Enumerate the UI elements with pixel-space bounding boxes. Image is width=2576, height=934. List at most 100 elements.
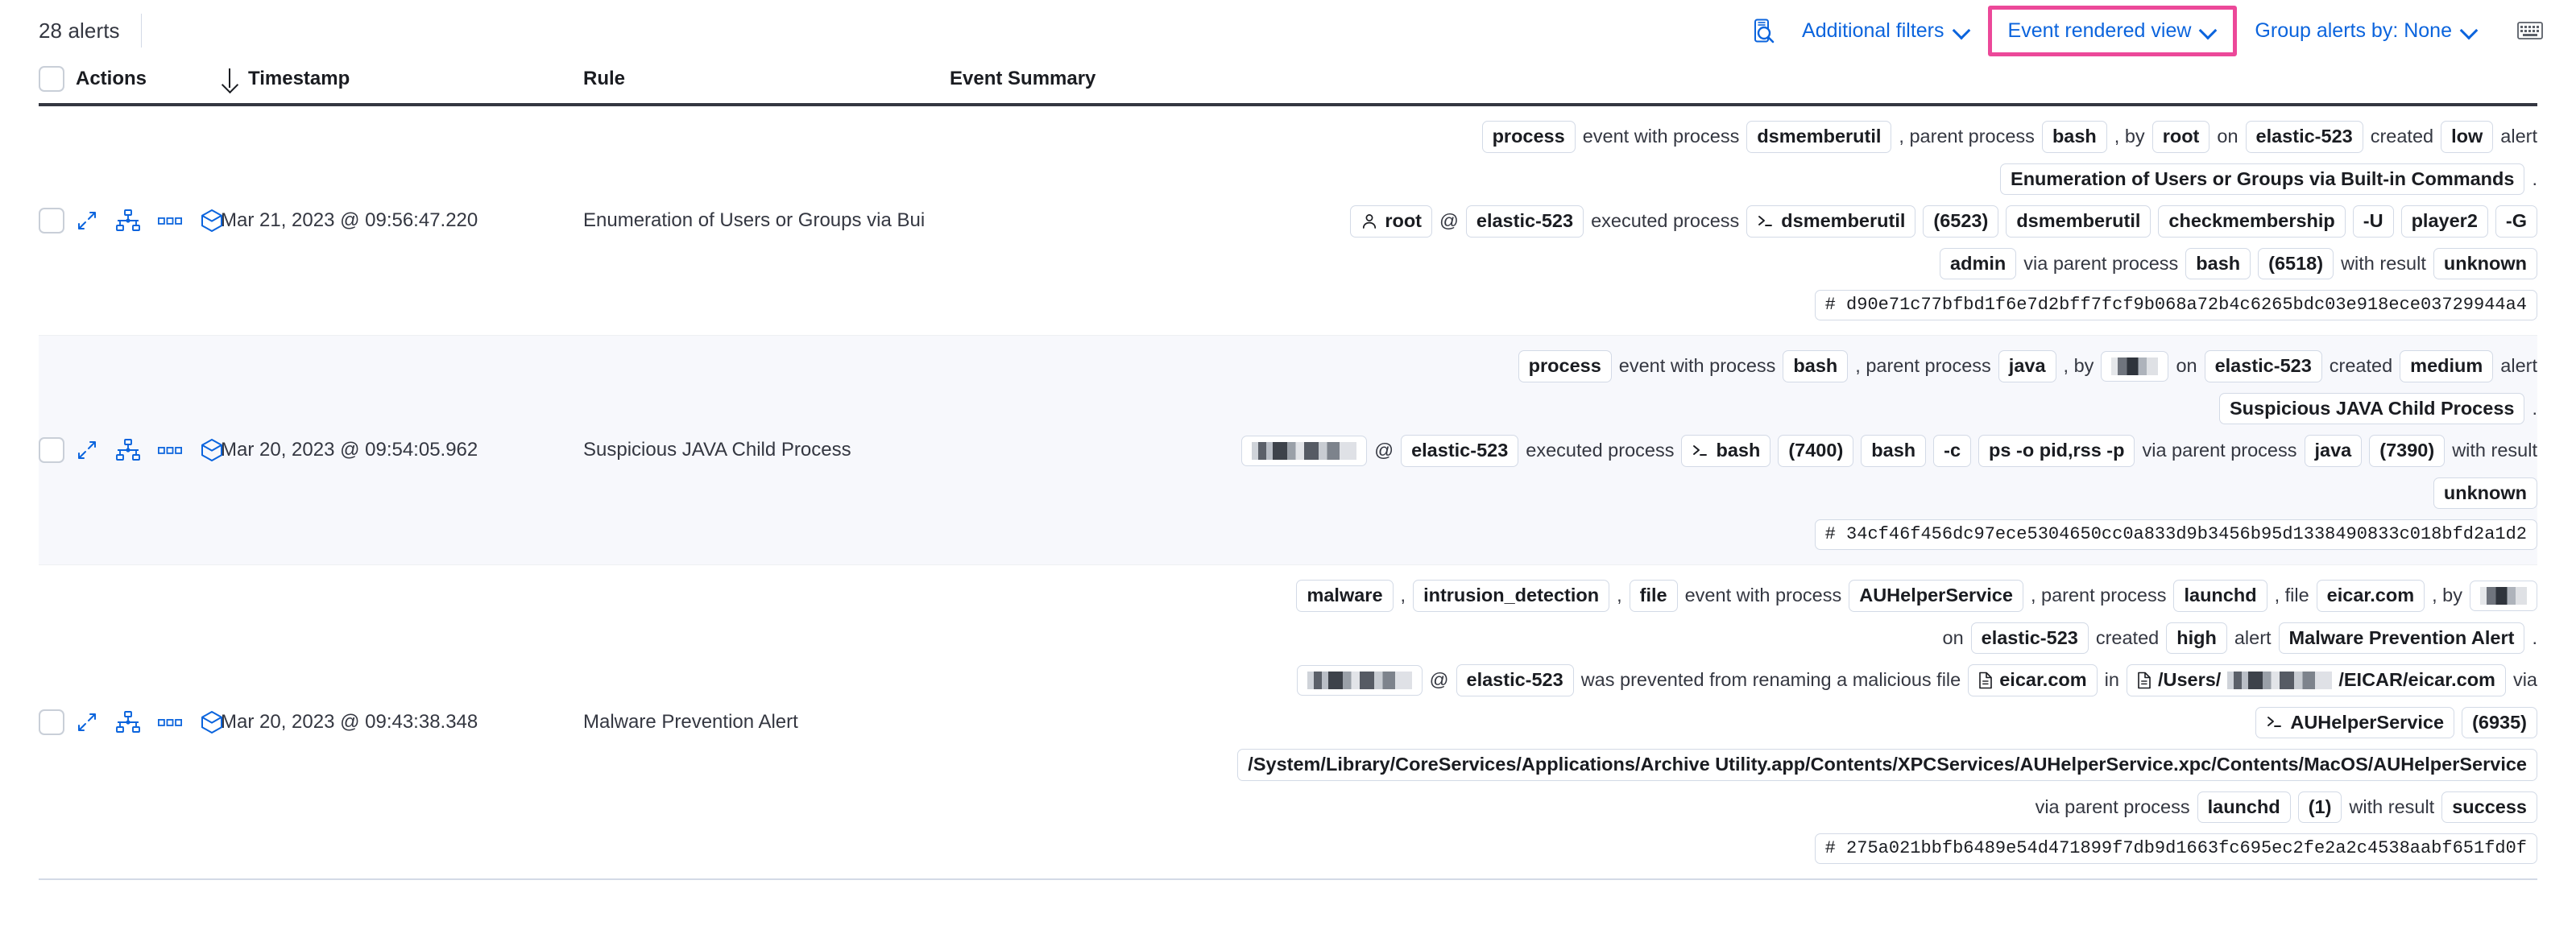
event-chip[interactable]: launchd xyxy=(2197,791,2291,823)
event-chip[interactable]: bash xyxy=(2185,247,2251,279)
additional-filters-button[interactable]: Additional filters xyxy=(1789,11,1982,51)
event-chip[interactable]: elastic-523 xyxy=(1456,664,1574,696)
event-chip-label: file xyxy=(1639,585,1667,605)
event-chip-label: root xyxy=(2162,126,2200,147)
event-chip-label: malware xyxy=(1307,585,1383,605)
event-chip[interactable]: (7400) xyxy=(1778,435,1854,467)
event-chip[interactable]: process xyxy=(1481,121,1576,153)
row-select-cell xyxy=(39,437,76,463)
event-chip[interactable]: unknown xyxy=(2433,477,2537,509)
event-chip[interactable]: (6935) xyxy=(2462,706,2537,738)
event-chip[interactable]: elastic-523 xyxy=(1970,622,2089,654)
event-chip[interactable]: -U xyxy=(2352,205,2394,238)
redacted-value-chip[interactable] xyxy=(1296,664,1423,696)
redacted-value-chip[interactable] xyxy=(2470,580,2537,611)
redacted-block xyxy=(2111,357,2159,375)
event-chip[interactable]: ps -o pid,rss -p xyxy=(1978,435,2135,467)
event-chip[interactable]: # 34cf46f456dc97ece5304650cc0a833d9b3456… xyxy=(1814,519,2537,550)
more-actions-icon[interactable] xyxy=(158,710,182,734)
more-actions-icon[interactable] xyxy=(158,438,182,462)
event-chip[interactable]: elastic-523 xyxy=(2245,121,2363,153)
session-view-icon[interactable] xyxy=(200,438,224,462)
event-rendered-view-button[interactable]: Event rendered view xyxy=(1995,11,2230,51)
event-chip[interactable]: # d90e71c77bfbd1f6e7d2bff7fcf9b068a72b4c… xyxy=(1814,290,2537,320)
event-chip[interactable]: elastic-523 xyxy=(2204,350,2322,382)
analyzer-icon[interactable] xyxy=(116,710,140,734)
event-chip[interactable]: java xyxy=(2304,435,2363,467)
event-chip[interactable]: admin xyxy=(1940,247,2017,279)
event-chip[interactable]: low xyxy=(2441,121,2494,153)
expand-icon[interactable] xyxy=(76,710,98,734)
event-chip[interactable]: medium xyxy=(2400,350,2494,382)
event-summary-line: unknown xyxy=(2433,477,2537,509)
event-chip[interactable]: checkmembership xyxy=(2158,205,2346,238)
event-chip[interactable]: bash xyxy=(1681,435,1771,467)
event-chip[interactable]: success xyxy=(2441,791,2537,823)
event-chip[interactable]: root xyxy=(2151,121,2210,153)
inspect-icon[interactable] xyxy=(1750,17,1778,44)
event-chip[interactable]: process xyxy=(1518,350,1612,382)
column-header-timestamp[interactable]: Timestamp xyxy=(221,68,583,90)
event-chip[interactable]: (1) xyxy=(2297,791,2342,823)
event-chip[interactable]: bash xyxy=(2041,121,2107,153)
event-chip[interactable]: dsmemberutil xyxy=(2006,205,2151,238)
event-chip[interactable]: /Users//EICAR/eicar.com xyxy=(2126,664,2506,696)
event-chip[interactable]: dsmemberutil xyxy=(1746,205,1916,238)
redacted-value-chip[interactable] xyxy=(2101,350,2169,382)
event-chip[interactable]: (7390) xyxy=(2369,435,2446,467)
redacted-block xyxy=(1252,441,1357,460)
row-select-cell xyxy=(39,208,76,234)
event-chip[interactable]: elastic-523 xyxy=(1401,435,1519,467)
event-chip[interactable]: Malware Prevention Alert xyxy=(2278,622,2525,654)
event-chip[interactable]: Enumeration of Users or Groups via Built… xyxy=(2000,163,2525,195)
event-chip[interactable]: eicar.com xyxy=(1968,664,2098,696)
event-chip[interactable]: bash xyxy=(1861,435,1927,467)
redacted-value-chip[interactable] xyxy=(1241,435,1368,466)
event-chip[interactable]: dsmemberutil xyxy=(1746,121,1892,153)
event-chip[interactable]: eicar.com xyxy=(2316,580,2425,612)
event-chip-label: eicar.com xyxy=(2326,585,2415,605)
event-chip[interactable]: AUHelperService xyxy=(2255,706,2455,738)
select-all-checkbox[interactable] xyxy=(39,66,64,92)
event-chip[interactable]: malware xyxy=(1296,580,1394,612)
event-chip[interactable]: # 275a021bbfb6489e54d471899f7db9d1663fc6… xyxy=(1814,833,2537,864)
analyzer-icon[interactable] xyxy=(116,438,140,462)
row-select-checkbox[interactable] xyxy=(39,437,64,463)
column-header-rule: Rule xyxy=(583,68,626,89)
event-chip[interactable]: -c xyxy=(1933,435,1972,467)
session-view-icon[interactable] xyxy=(200,209,224,233)
event-chip[interactable]: intrusion_detection xyxy=(1413,580,1610,612)
event-chip[interactable]: launchd xyxy=(2173,580,2267,612)
event-chip[interactable]: file xyxy=(1629,580,1678,612)
event-chip[interactable]: player2 xyxy=(2400,205,2488,238)
event-chip[interactable]: Suspicious JAVA Child Process xyxy=(2219,392,2525,424)
event-chip[interactable]: root xyxy=(1350,205,1433,238)
expand-icon[interactable] xyxy=(76,438,98,462)
event-chip[interactable]: high xyxy=(2166,622,2227,654)
event-chip[interactable]: -G xyxy=(2495,205,2537,238)
event-summary-text: , xyxy=(1617,585,1622,605)
session-view-icon[interactable] xyxy=(200,710,224,734)
event-chip[interactable]: (6523) xyxy=(1923,205,1999,238)
group-alerts-by-button[interactable]: Group alerts by: None xyxy=(2242,11,2491,51)
event-chip-label: Suspicious JAVA Child Process xyxy=(2230,397,2515,419)
event-chip[interactable]: /System/Library/CoreServices/Application… xyxy=(1237,749,2537,781)
row-select-checkbox[interactable] xyxy=(39,709,64,735)
event-chip[interactable]: AUHelperService xyxy=(1849,580,2023,612)
event-chip[interactable]: bash xyxy=(1783,350,1849,382)
keyboard-icon[interactable] xyxy=(2516,20,2544,41)
event-chip-label: -G xyxy=(2505,210,2527,231)
event-chip[interactable]: elastic-523 xyxy=(1465,205,1584,238)
event-chip[interactable]: (6518) xyxy=(2258,247,2334,279)
event-summary-line: # 275a021bbfb6489e54d471899f7db9d1663fc6… xyxy=(1814,833,2537,864)
analyzer-icon[interactable] xyxy=(116,209,140,233)
event-chip[interactable]: unknown xyxy=(2433,247,2537,279)
row-select-checkbox[interactable] xyxy=(39,208,64,234)
expand-icon[interactable] xyxy=(76,209,98,233)
event-chip[interactable]: java xyxy=(1998,350,2056,382)
more-actions-icon[interactable] xyxy=(158,209,182,233)
